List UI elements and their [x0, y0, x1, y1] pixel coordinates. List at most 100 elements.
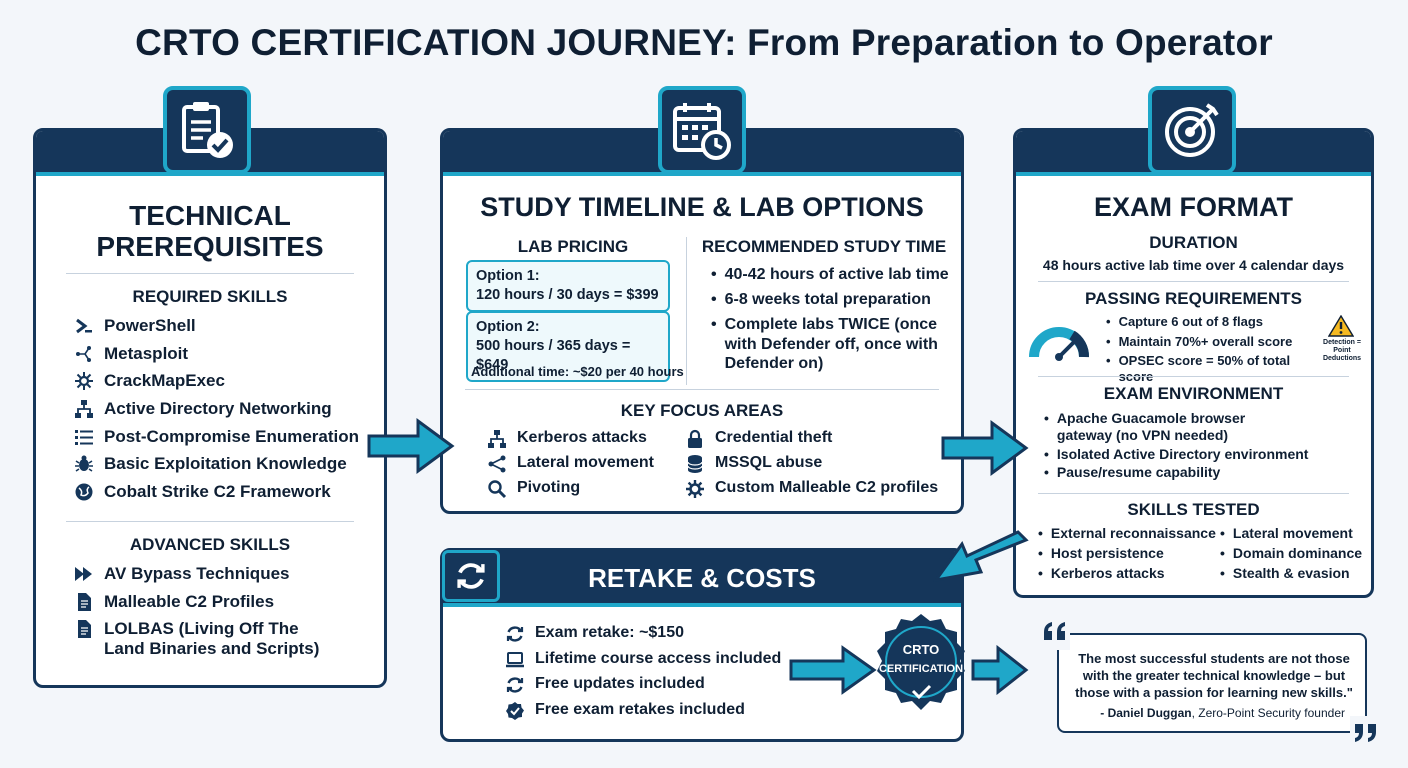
list-item: Domain dominance	[1220, 545, 1370, 562]
divider	[465, 389, 939, 390]
list-item: Malleable C2 Profiles	[74, 592, 379, 620]
list-item: Exam retake: ~$150	[505, 624, 925, 650]
check-badge-icon	[505, 701, 525, 721]
arrow-right-icon	[971, 645, 1029, 695]
arrow-right-icon	[367, 418, 455, 474]
list-item: CrackMapExec	[74, 371, 379, 399]
list-item: Post-Compromise Enumeration	[74, 427, 379, 455]
duration-heading: DURATION	[1149, 233, 1238, 252]
list-item: Free exam retakes included	[505, 701, 925, 727]
study-timeline-card: STUDY TIMELINE & LAB OPTIONS LAB PRICING…	[440, 128, 964, 514]
document-icon	[74, 592, 94, 612]
focus-list-left: Kerberos attacks Lateral movement Pivoti…	[487, 429, 677, 504]
passing-list: Capture 6 out of 8 flags Maintain 70%+ o…	[1106, 314, 1316, 384]
list-item: Kerberos attacks	[1038, 565, 1218, 582]
list-item: Lifetime course access included	[505, 650, 925, 676]
list-item: External reconnaissance	[1038, 525, 1218, 542]
powershell-icon	[74, 316, 94, 336]
list-icon	[74, 427, 94, 447]
divider	[1038, 376, 1349, 377]
focus-list-right: Credential theft MSSQL abuse Custom Mall…	[685, 429, 960, 504]
list-item: Complete labs TWICE (once with Defender …	[711, 315, 956, 373]
page-title: CRTO CERTIFICATION JOURNEY: From Prepara…	[135, 22, 1273, 63]
prerequisites-card: TECHNICAL PREREQUISITES REQUIRED SKILLS …	[33, 128, 387, 688]
gear-icon	[685, 479, 705, 499]
list-item: Maintain 70%+ overall score	[1106, 334, 1316, 350]
list-item: Capture 6 out of 8 flags	[1106, 314, 1316, 330]
globe-icon	[74, 482, 94, 502]
lab-option-1: Option 1: 120 hours / 30 days = $399	[466, 260, 670, 312]
list-item: 40-42 hours of active lab time	[711, 265, 956, 284]
environment-heading: EXAM ENVIRONMENT	[1103, 384, 1284, 403]
divider	[66, 521, 354, 522]
list-item: Stealth & evasion	[1220, 565, 1370, 582]
list-item: Kerberos attacks	[487, 429, 677, 454]
list-item: OPSEC score = 50% of total score	[1106, 353, 1316, 384]
arrow-right-icon	[789, 645, 877, 695]
document-icon	[74, 619, 94, 639]
list-item: Metasploit	[74, 344, 379, 372]
skills-list-left: External reconnaissance Host persistence…	[1038, 525, 1218, 581]
retake-costs-card: RETAKE & COSTS Exam retake: ~$150 Lifeti…	[440, 548, 964, 742]
warning-text: Detection = Point Deductions	[1322, 339, 1362, 363]
list-item: AV Bypass Techniques	[74, 564, 379, 592]
required-skills-list: PowerShell Metasploit CrackMapExec Activ…	[74, 316, 379, 510]
environment-list: Apache Guacamole browser gateway (no VPN…	[1044, 410, 1364, 481]
passing-heading: PASSING REQUIREMENTS	[1085, 289, 1302, 308]
list-item: Custom Malleable C2 profiles	[685, 479, 960, 504]
refresh-icon	[505, 675, 525, 695]
recommended-study-heading: RECOMMENDED STUDY TIME	[701, 237, 947, 256]
exam-title: EXAM FORMAT	[1094, 192, 1293, 222]
lock-icon	[685, 429, 705, 449]
list-item: Host persistence	[1038, 545, 1218, 562]
list-item: Pivoting	[487, 479, 677, 504]
crto-certification-badge: CRTO CERTIFICATION	[868, 612, 974, 718]
list-item: MSSQL abuse	[685, 454, 960, 479]
share-icon	[487, 454, 507, 474]
divider	[1038, 493, 1349, 494]
skills-tested-heading: SKILLS TESTED	[1127, 500, 1260, 519]
gauge-icon	[1028, 319, 1090, 366]
retake-header-band	[443, 551, 961, 607]
quote-text: The most successful students are not tho…	[1075, 651, 1353, 700]
gear-network-icon	[74, 371, 94, 391]
quote-box: The most successful students are not tho…	[1057, 633, 1367, 733]
list-item: LOLBAS (Living Off The Land Binaries and…	[74, 619, 379, 658]
refresh-icon	[442, 550, 500, 602]
retake-list: Exam retake: ~$150 Lifetime course acces…	[505, 624, 925, 726]
list-item: Credential theft	[685, 429, 960, 454]
refresh-icon	[505, 624, 525, 644]
list-item: Free updates included	[505, 675, 925, 701]
fast-forward-icon	[74, 564, 94, 584]
arrow-right-icon	[941, 420, 1029, 476]
bug-icon	[74, 454, 94, 474]
hierarchy-icon	[487, 429, 507, 449]
divider	[66, 273, 354, 274]
exam-format-card: EXAM FORMAT DURATION 48 hours active lab…	[1013, 128, 1374, 598]
list-item: PowerShell	[74, 316, 379, 344]
list-item: Isolated Active Directory environment	[1044, 446, 1364, 463]
list-item: Lateral movement	[1220, 525, 1370, 542]
retake-title: RETAKE & COSTS	[588, 563, 816, 593]
search-icon	[487, 479, 507, 499]
list-item: Active Directory Networking	[74, 399, 379, 427]
list-item: Pause/resume capability	[1044, 464, 1364, 481]
arrow-down-left-icon	[932, 530, 1029, 583]
list-item: Cobalt Strike C2 Framework	[74, 482, 379, 510]
lab-pricing-heading: LAB PRICING	[517, 237, 629, 256]
list-item: 6-8 weeks total preparation	[711, 290, 956, 309]
warning-icon	[1327, 314, 1355, 342]
key-focus-heading: KEY FOCUS AREAS	[620, 401, 784, 420]
laptop-icon	[505, 650, 525, 670]
required-skills-heading: REQUIRED SKILLS	[132, 287, 288, 306]
hierarchy-icon	[74, 399, 94, 419]
database-icon	[685, 454, 705, 474]
clipboard-check-icon	[163, 86, 251, 174]
close-quote-icon	[1350, 716, 1382, 746]
additional-time-note: Additional time: ~$20 per 40 hours	[471, 364, 684, 379]
list-item: Basic Exploitation Knowledge	[74, 454, 379, 482]
open-quote-icon	[1040, 618, 1070, 650]
skills-list-right: Lateral movement Domain dominance Stealt…	[1220, 525, 1370, 581]
duration-text: 48 hours active lab time over 4 calendar…	[1042, 257, 1345, 273]
lab-option-2: Option 2: 500 hours / 365 days = $649	[466, 311, 670, 382]
